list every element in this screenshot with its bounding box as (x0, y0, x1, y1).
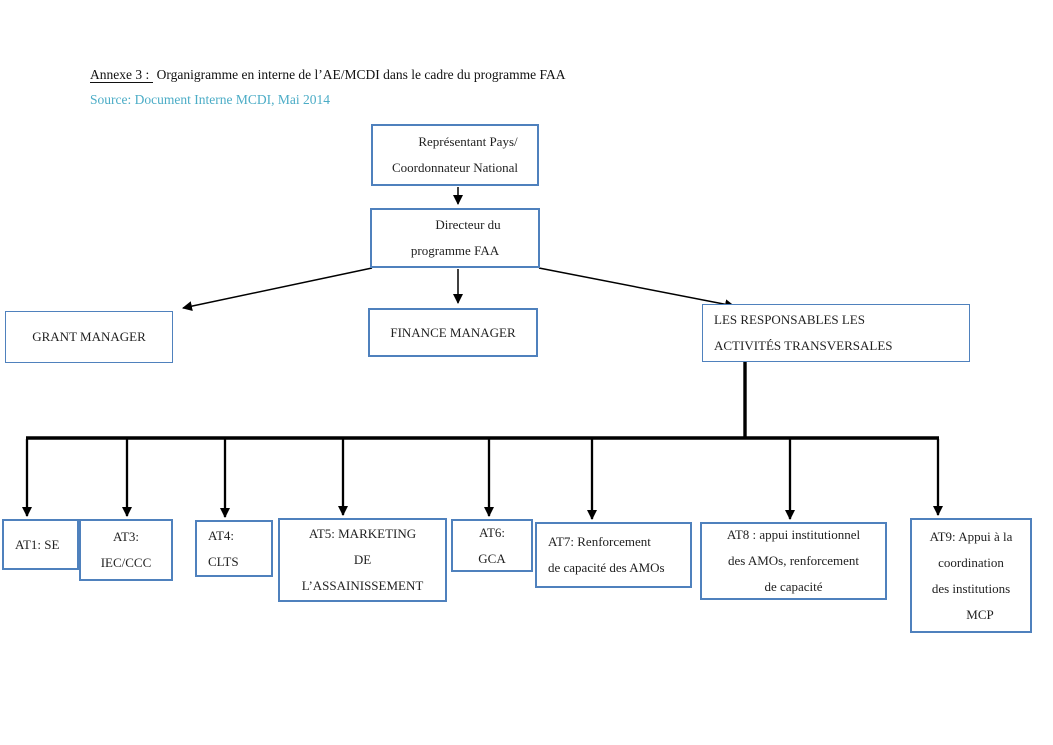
node-line: programme FAA (410, 243, 500, 258)
node-line: IEC/CCC (100, 555, 152, 570)
node-line: AT5: MARKETING (308, 526, 417, 541)
node-responsables-activites-transversales: LES RESPONSABLES LES ACTIVITÉS TRANSVERS… (702, 304, 970, 362)
annexe-label: Annexe 3 : (90, 67, 154, 83)
node-at5-marketing-assainissement: AT5: MARKETING DE L’ASSAINISSEMENT (278, 518, 447, 602)
annexe-title-text: Organigramme en interne de l’AE/MCDI dan… (156, 67, 566, 82)
node-at8-appui-institutionnel: AT8 : appui institutionnel des AMOs, ren… (700, 522, 887, 600)
node-line: Coordonnateur National (392, 160, 518, 175)
node-at4-clts: AT4: CLTS (195, 520, 273, 577)
node-line: AT6: (479, 524, 505, 540)
node-line: Directeur du (435, 217, 501, 232)
node-line: ACTIVITÉS TRANSVERSALES (714, 338, 893, 353)
node-line: AT3: (113, 529, 139, 544)
node-line: Représentant Pays/ (418, 134, 518, 149)
node-finance-manager: FINANCE MANAGER (368, 308, 538, 357)
node-representant-pays: Représentant Pays/ Coordonnateur Nationa… (371, 124, 539, 186)
node-line: L’ASSAINISSEMENT (301, 578, 424, 593)
node-at3-iec-ccc: AT3: IEC/CCC (79, 519, 173, 581)
node-line: GCA (478, 550, 506, 566)
node-line: des institutions (931, 580, 1011, 596)
page-title: Annexe 3 : Organigramme en interne de l’… (90, 67, 566, 83)
node-line: AT1: SE (15, 536, 60, 552)
node-line: MCP (966, 606, 994, 622)
edge-directeur-to-grant (182, 267, 373, 312)
node-line: des AMOs, renforcement (727, 553, 860, 568)
node-line: LES RESPONSABLES LES (714, 312, 865, 327)
node-at7-renforcement-amos: AT7: Renforcement de capacité des AMOs (535, 522, 692, 588)
node-at1-se: AT1: SE (2, 519, 79, 570)
node-at6-gca: AT6: GCA (451, 519, 533, 572)
edge-directeur-to-responsables (538, 267, 735, 310)
node-line: AT8 : appui institutionnel (726, 527, 861, 542)
node-line: CLTS (208, 553, 239, 569)
node-line: AT9: Appui à la (929, 528, 1013, 544)
node-line: coordination (938, 554, 1004, 570)
node-line: AT7: Renforcement (548, 534, 651, 549)
node-line: de capacité des AMOs (548, 560, 665, 575)
node-grant-manager: GRANT MANAGER (5, 311, 173, 363)
node-at9-coordination-mcp: AT9: Appui à la coordination des institu… (910, 518, 1032, 633)
node-line: GRANT MANAGER (32, 329, 146, 344)
node-line: de capacité (764, 579, 823, 594)
node-line: FINANCE MANAGER (390, 324, 516, 340)
source-caption: Source: Document Interne MCDI, Mai 2014 (90, 92, 330, 107)
node-directeur-programme-faa: Directeur du programme FAA (370, 208, 540, 268)
node-line: AT4: (208, 527, 234, 543)
node-line: DE (353, 552, 372, 567)
